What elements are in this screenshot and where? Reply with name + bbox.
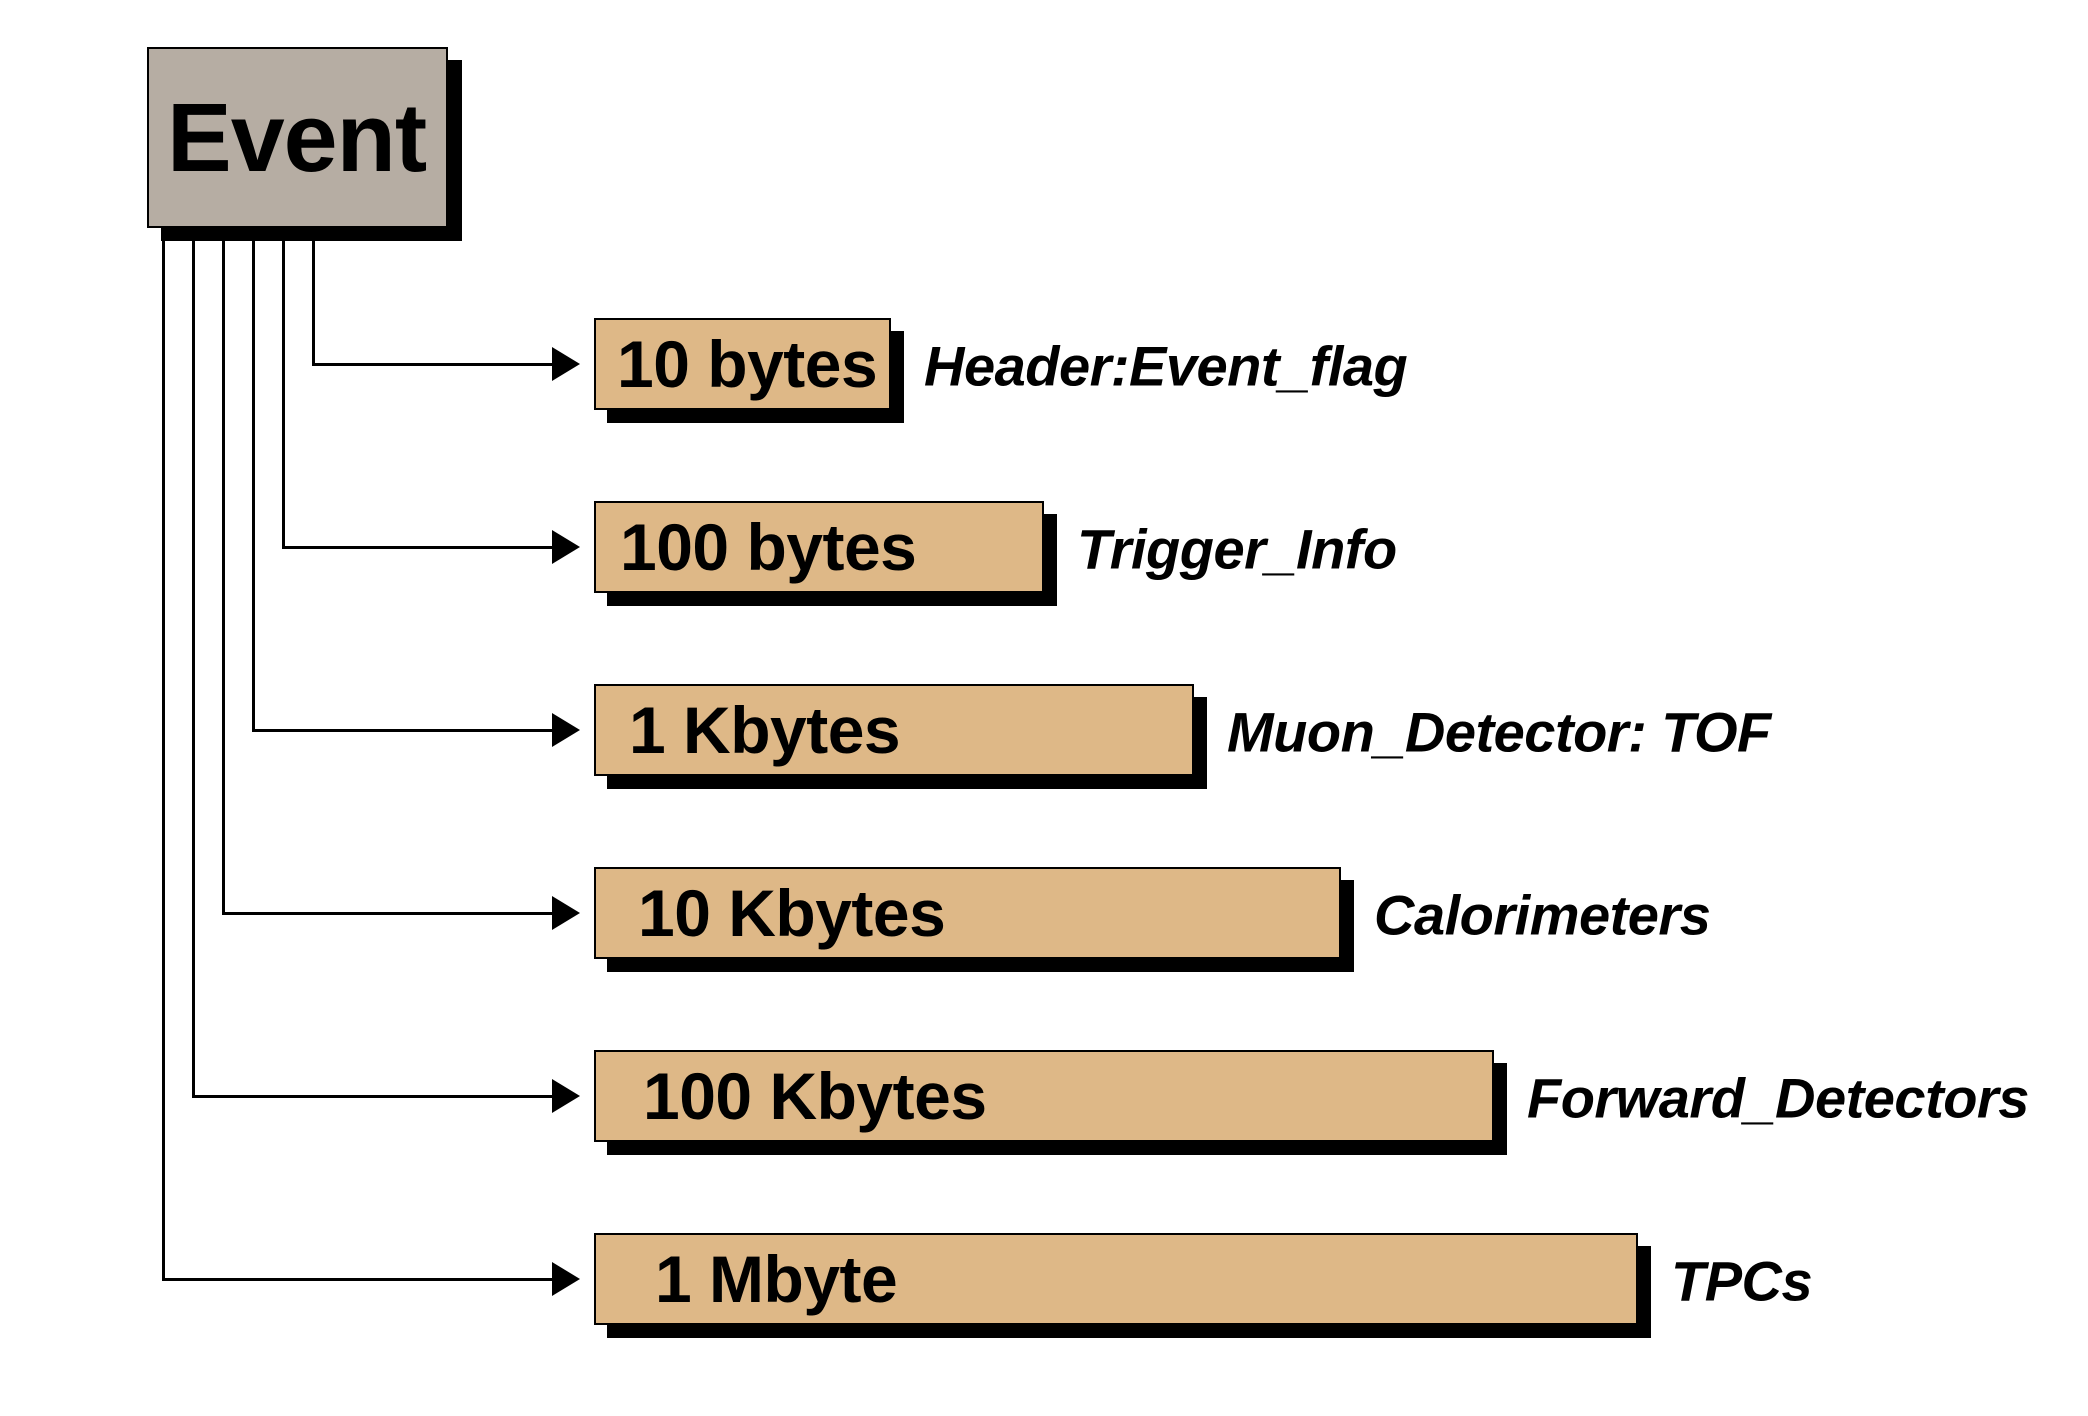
size-bar: 1 Kbytes — [594, 684, 1194, 776]
detector-label: TPCs — [1671, 1249, 1813, 1313]
detector-label: Header:Event_flag — [924, 334, 1408, 398]
connector-vertical-line — [282, 227, 285, 549]
detector-label: Muon_Detector: TOF — [1227, 700, 1771, 764]
size-label: 1 Kbytes — [629, 693, 901, 767]
detector-label: Forward_Detectors — [1527, 1066, 2029, 1130]
connector-vertical-line — [252, 227, 255, 732]
event-root-label: Event — [167, 82, 427, 192]
detector-label: Trigger_Info — [1077, 517, 1397, 581]
size-label: 10 bytes — [617, 327, 878, 401]
connector-horizontal-line — [252, 728, 556, 732]
connector-horizontal-line — [312, 362, 556, 366]
connector-horizontal-line — [192, 1094, 556, 1098]
size-label: 1 Mbyte — [655, 1242, 898, 1316]
size-bar: 10 Kbytes — [594, 867, 1341, 959]
arrowhead-icon — [552, 347, 580, 381]
connector-horizontal-line — [222, 911, 556, 915]
connector-horizontal-line — [282, 545, 556, 549]
size-bar: 100 bytes — [594, 501, 1044, 593]
connector-vertical-line — [312, 227, 315, 366]
arrowhead-icon — [552, 1079, 580, 1113]
connector-vertical-line — [222, 227, 225, 915]
arrowhead-icon — [552, 1262, 580, 1296]
size-label: 10 Kbytes — [638, 876, 946, 950]
arrowhead-icon — [552, 896, 580, 930]
size-label: 100 Kbytes — [643, 1059, 987, 1133]
event-root-node: Event — [147, 47, 448, 228]
connector-vertical-line — [192, 227, 195, 1098]
connector-vertical-line — [162, 227, 165, 1281]
connector-horizontal-line — [162, 1277, 556, 1281]
size-bar: 1 Mbyte — [594, 1233, 1638, 1325]
size-bar: 100 Kbytes — [594, 1050, 1494, 1142]
size-bar: 10 bytes — [594, 318, 891, 410]
detector-label: Calorimeters — [1374, 883, 1711, 947]
size-label: 100 bytes — [620, 510, 917, 584]
arrowhead-icon — [552, 713, 580, 747]
arrowhead-icon — [552, 530, 580, 564]
